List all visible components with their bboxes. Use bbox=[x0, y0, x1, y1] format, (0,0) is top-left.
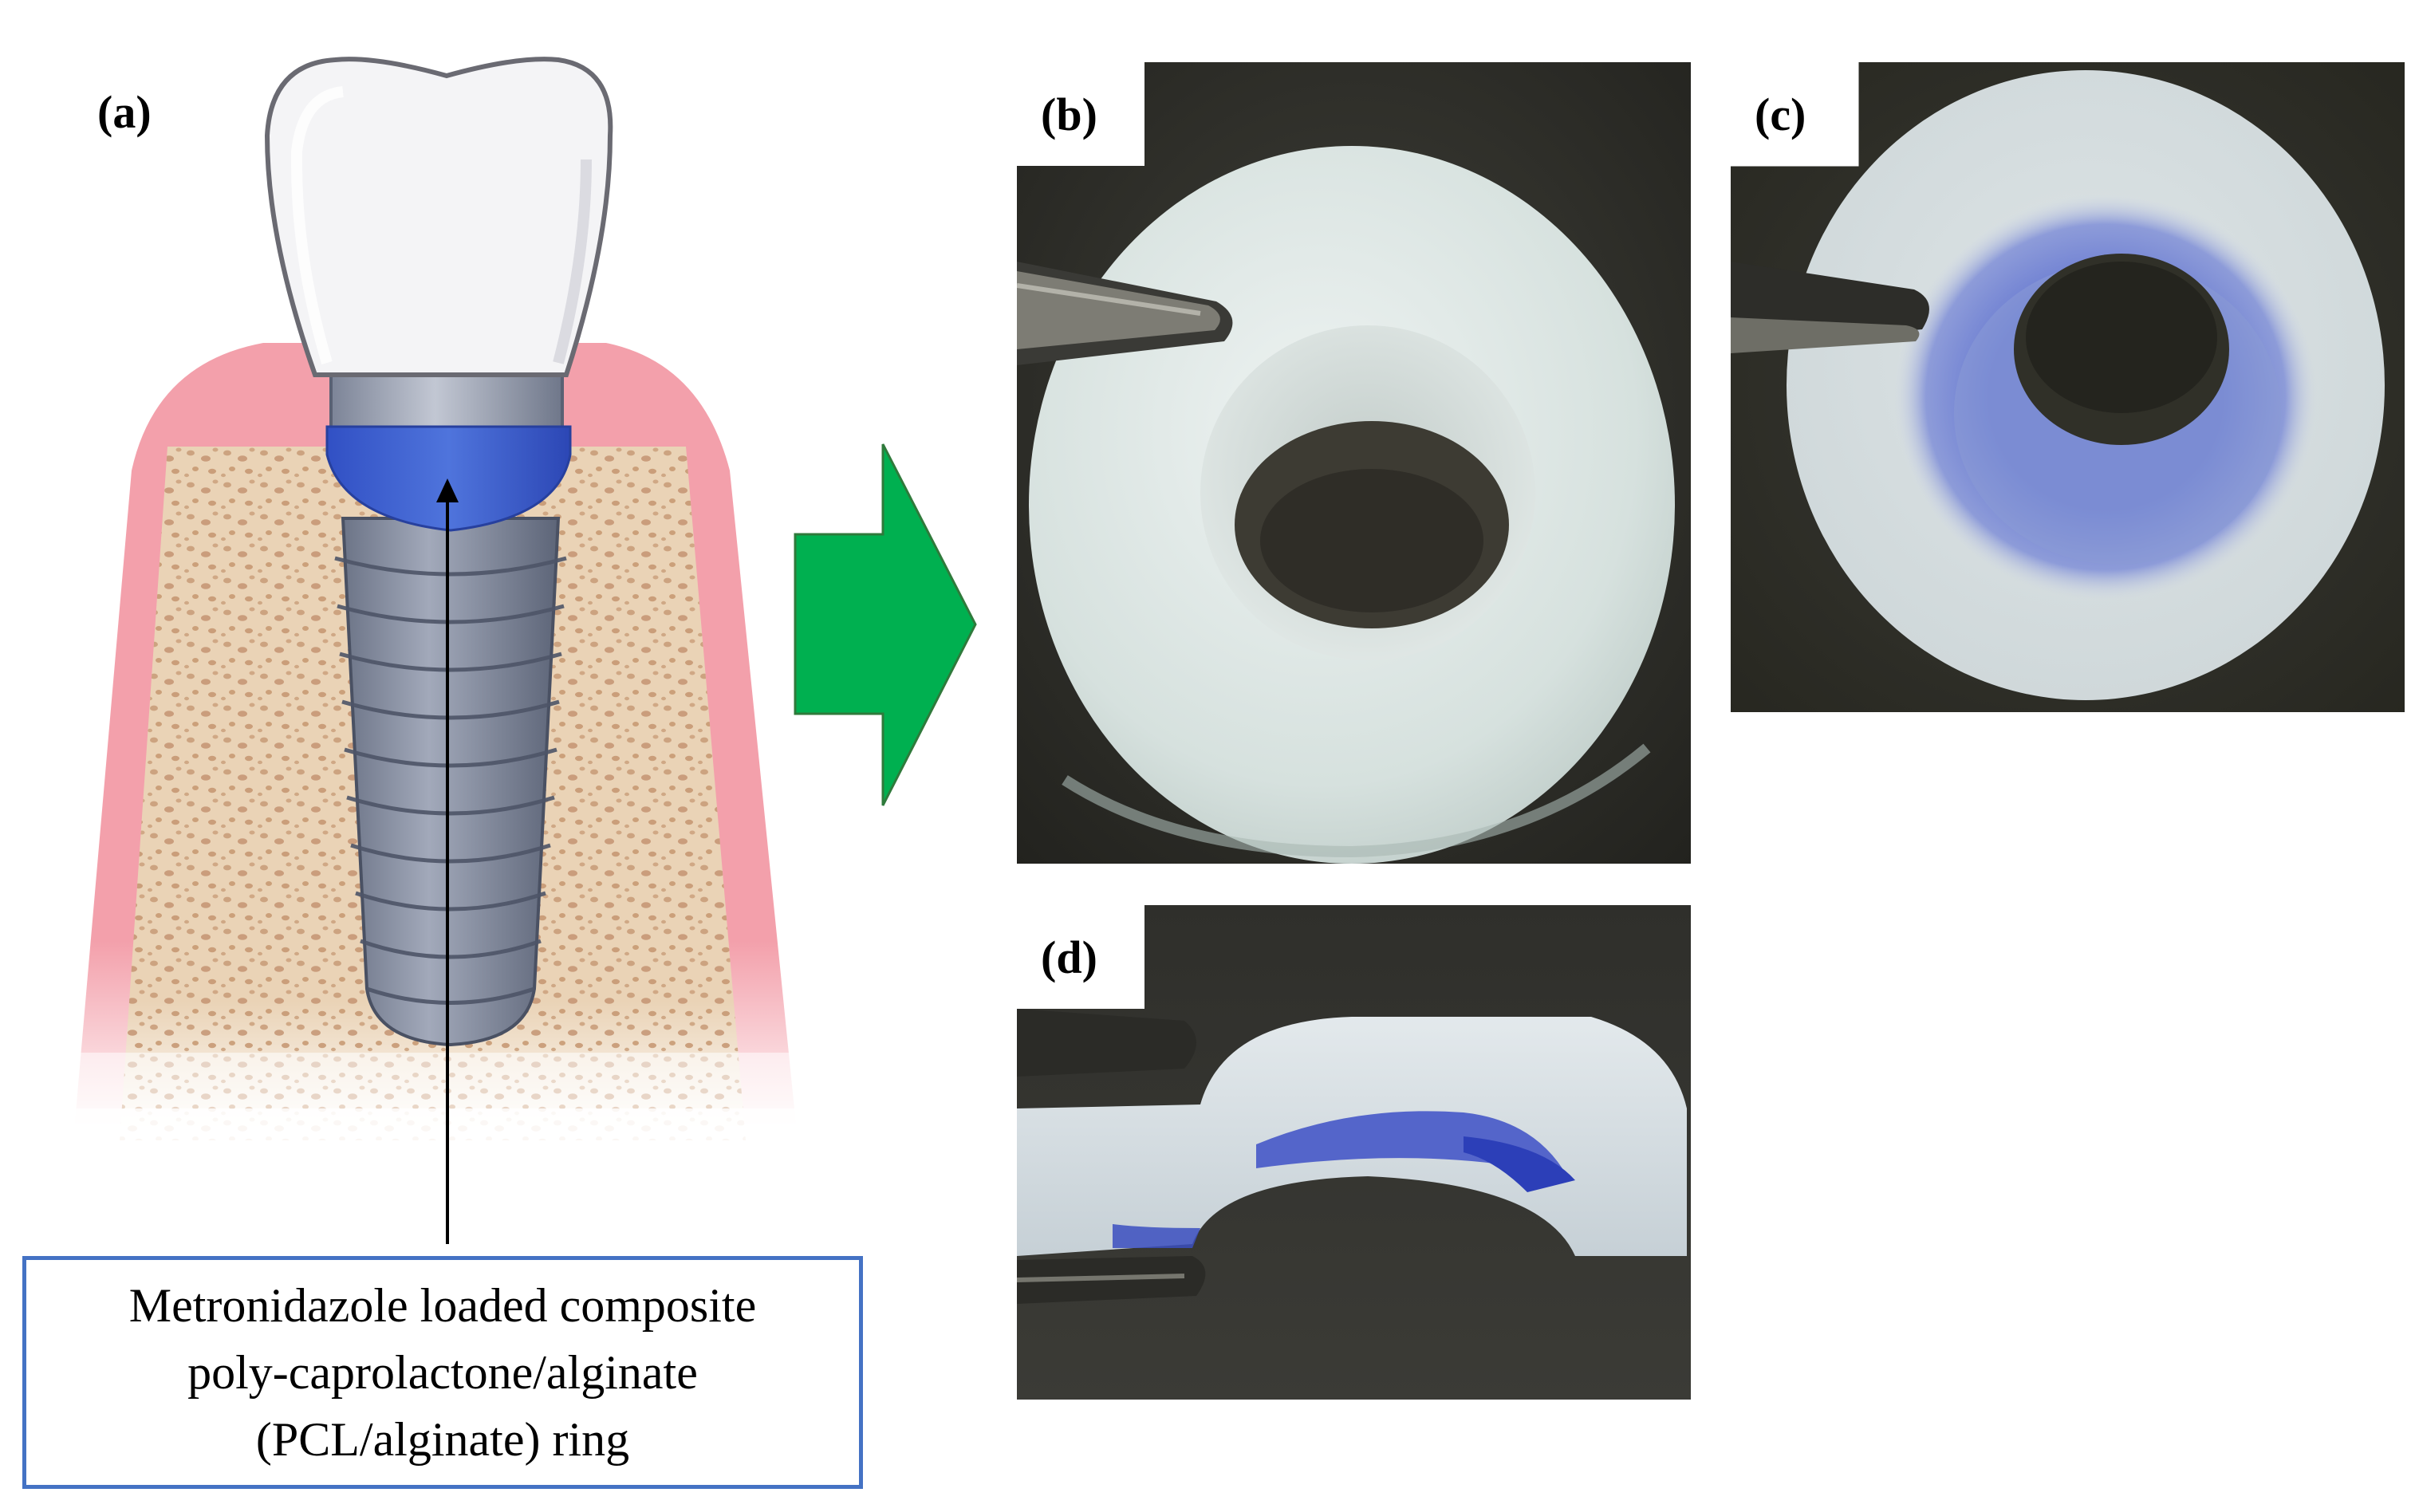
caption-box: Metronidazole loaded composite poly-capr… bbox=[22, 1256, 863, 1489]
green-arrow bbox=[794, 443, 977, 806]
photo-d bbox=[1017, 905, 1691, 1400]
panel-label-a: (a) bbox=[97, 86, 152, 138]
ring-pointer-arrowhead bbox=[436, 478, 459, 502]
implant-screw bbox=[341, 517, 561, 1047]
photo-b bbox=[1017, 62, 1691, 864]
implant-diagram bbox=[64, 57, 814, 1244]
panel-label-b: (b) bbox=[1041, 89, 1097, 140]
crown bbox=[264, 57, 613, 377]
photo-c bbox=[1731, 62, 2405, 712]
pcl-alginate-ring bbox=[325, 425, 572, 532]
panel-label-c: (c) bbox=[1755, 89, 1806, 140]
caption-line-2: poly-caprolactone/alginate bbox=[187, 1346, 698, 1399]
panel-label-d: (d) bbox=[1041, 931, 1097, 983]
caption-line-3: (PCL/alginate) ring bbox=[255, 1413, 630, 1466]
caption-line-1: Metronidazole loaded composite bbox=[128, 1279, 757, 1332]
abutment bbox=[329, 373, 564, 432]
